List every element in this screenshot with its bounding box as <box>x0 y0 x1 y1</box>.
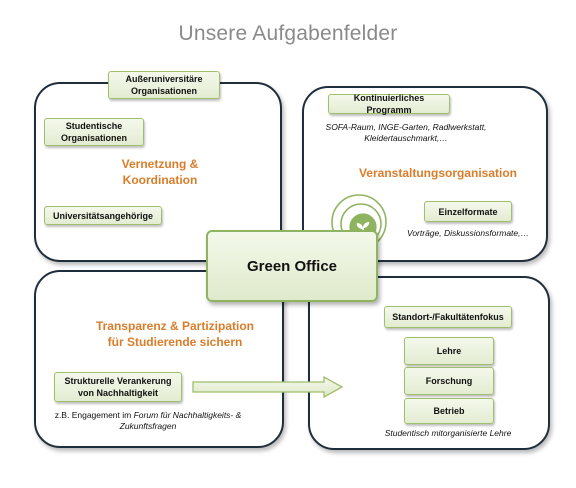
tag-single-label: Einzelformate <box>438 206 498 217</box>
tag-external-line1: Außeruniversitäre <box>125 74 203 84</box>
program-note-line1: SOFA-Raum, INGE-Garten, Radlwerkstatt, <box>325 122 487 132</box>
tag-external-line2: Organisationen <box>130 86 197 96</box>
tag-students-line2: Organisationen <box>60 133 127 143</box>
engagement-note-prefix: z.B. Engagement im <box>54 410 134 420</box>
arrow-right-icon <box>192 376 344 398</box>
program-note: SOFA-Raum, INGE-Garten, Radlwerkstatt, K… <box>304 122 508 144</box>
tag-site-faculty-focus: Standort-/Fakultätenfokus <box>384 306 512 328</box>
program-note-line2: Kleidertauschmarkt,… <box>364 133 448 143</box>
tag-external-organisations: Außeruniversitäre Organisationen <box>108 71 220 99</box>
tag-operations-label: Betrieb <box>433 406 465 416</box>
tag-research-label: Forschung <box>425 376 473 386</box>
heading-transparency: Transparenz & Partizipation für Studiere… <box>80 318 270 350</box>
heading-transparency-line2: für Studierende sichern <box>107 335 243 349</box>
tag-operations: Betrieb <box>404 398 494 424</box>
green-office-label: Green Office <box>246 257 338 275</box>
tag-students-line1: Studentische <box>65 121 123 131</box>
tag-members-label: Universitätsangehörige <box>52 210 154 221</box>
student-teaching-note: Studentisch mitorganisierte Lehre <box>384 428 512 438</box>
heading-networking-line2: Koordination <box>122 173 198 187</box>
engagement-note-line1: z.B. Engagement im Forum für Nachhaltigk… <box>38 410 258 421</box>
tag-structural-line2: von Nachhaltigkeit <box>77 388 158 398</box>
tag-structural-line1: Strukturelle Verankerung <box>64 376 172 386</box>
page-title: Unsere Aufgabenfelder <box>178 22 398 45</box>
tag-single-formats: Einzelformate <box>424 201 512 222</box>
heading-events-text: Veranstaltungsorganisation <box>358 166 518 180</box>
tag-university-members: Universitätsangehörige <box>44 206 162 225</box>
tag-research: Forschung <box>404 367 494 395</box>
engagement-note-forum: Forum für Nachhaltigkeits- & <box>133 410 242 420</box>
tag-continuous-program: Kontinuierliches Programm <box>328 93 450 115</box>
engagement-note-line2: Zukunftsfragen <box>38 421 258 432</box>
engagement-note: z.B. Engagement im Forum für Nachhaltigk… <box>38 410 258 432</box>
tag-program-label: Kontinuierliches Programm <box>353 93 425 115</box>
engagement-note-forum-line2: Zukunftsfragen <box>119 421 177 431</box>
heading-transparency-line1: Transparenz & Partizipation <box>95 319 255 333</box>
tag-teaching-label: Lehre <box>436 346 462 356</box>
heading-networking: Vernetzung & Koordination <box>100 156 220 188</box>
tag-teaching: Lehre <box>404 337 494 365</box>
green-office-box: Green Office <box>206 230 378 302</box>
tag-focus-label: Standort-/Fakultätenfokus <box>392 312 504 322</box>
single-formats-note: Vorträge, Diskussionsformate,… <box>406 228 530 238</box>
tag-student-organisations: Studentische Organisationen <box>44 118 144 146</box>
heading-networking-line1: Vernetzung & <box>121 157 199 171</box>
heading-events: Veranstaltungsorganisation <box>352 165 524 181</box>
tag-structural-anchoring: Strukturelle Verankerung von Nachhaltigk… <box>54 372 182 402</box>
